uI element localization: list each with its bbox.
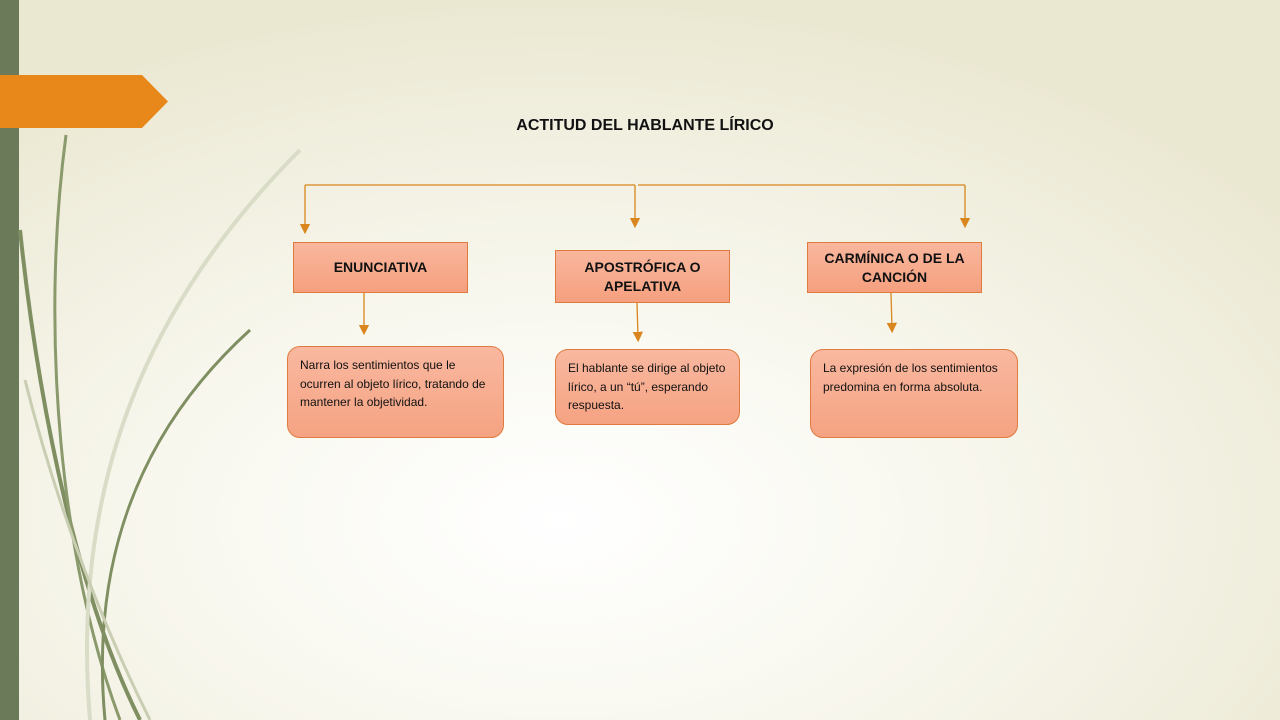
category-box-enunciativa: ENUNCIATIVA (293, 242, 468, 293)
decorative-grass-strokes (18, 134, 302, 720)
diagram-title: ACTITUD DEL HABLANTE LÍRICO (516, 117, 774, 134)
category-box-apostrofica: APOSTRÓFICA O APELATIVA (555, 250, 730, 303)
left-accent-bar (0, 0, 19, 720)
orange-banner-arrow (0, 75, 168, 128)
description-box-carminica: La expresión de los sentimientos predomi… (810, 349, 1018, 438)
description-box-enunciativa: Narra los sentimientos que le ocurren al… (287, 346, 504, 438)
category-box-carminica: CARMÍNICA O DE LA CANCIÓN (807, 242, 982, 293)
description-box-apostrofica: El hablante se dirige al objeto lírico, … (555, 349, 740, 425)
